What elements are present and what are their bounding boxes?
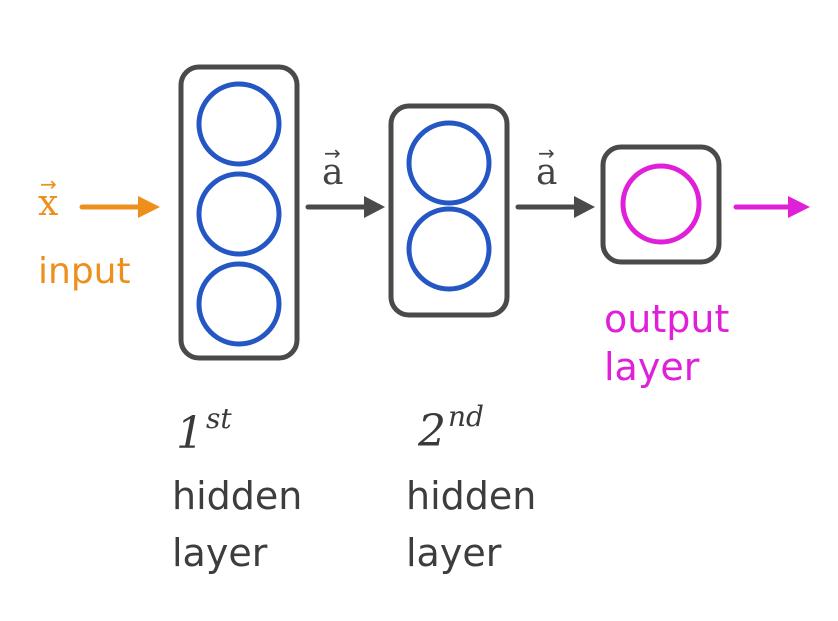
- activation-vector-symbol-2: → a: [536, 143, 558, 193]
- output-label-line1: output: [604, 297, 730, 341]
- output-arrow: [733, 196, 810, 218]
- hidden-layer-2-neuron: [406, 120, 492, 206]
- ordinal-number: 1: [176, 408, 204, 459]
- vector-arrow-icon: →: [538, 141, 555, 165]
- hidden-layer-2-label: hidden layer: [406, 468, 536, 582]
- hidden-layer-2-neuron: [406, 206, 492, 292]
- hidden-layer-1-neuron: [196, 261, 282, 347]
- hidden-layer-1-neuron: [196, 81, 282, 167]
- activation-vector-letter: a: [536, 152, 558, 193]
- hidden-layer-1-label: hidden layer: [172, 468, 302, 582]
- output-label-line2: layer: [604, 344, 700, 389]
- input-vector-letter: x: [38, 183, 59, 224]
- hidden-label-line2: layer: [172, 531, 268, 575]
- hidden-layer-1-ordinal: 1st: [176, 405, 232, 456]
- input-arrow: [79, 196, 160, 218]
- vector-arrow-icon: →: [40, 172, 57, 196]
- input-vector-symbol: → x: [38, 174, 59, 224]
- ordinal-number: 2: [418, 406, 446, 457]
- output-layer-box: [600, 144, 722, 265]
- hidden-label-line1: hidden: [172, 474, 303, 518]
- hidden-layer-2-ordinal: 2nd: [418, 403, 484, 454]
- vector-arrow-icon: →: [324, 141, 341, 165]
- hidden-layer-2-box: [388, 103, 510, 318]
- input-label: input: [38, 251, 131, 292]
- ordinal-suffix: nd: [448, 400, 484, 433]
- activation-vector-letter: a: [322, 152, 344, 193]
- output-neuron: [620, 163, 702, 245]
- output-layer-label: output layer: [604, 296, 729, 392]
- ordinal-suffix: st: [206, 402, 232, 435]
- hidden-label-line2: layer: [406, 531, 502, 575]
- activation-vector-symbol-1: → a: [322, 143, 344, 193]
- hidden-layer-1-box: [178, 64, 300, 361]
- hidden-label-line1: hidden: [406, 474, 537, 518]
- connection-arrow-2: [515, 196, 595, 218]
- hidden-layer-1-neuron: [196, 171, 282, 257]
- connection-arrow-1: [305, 196, 385, 218]
